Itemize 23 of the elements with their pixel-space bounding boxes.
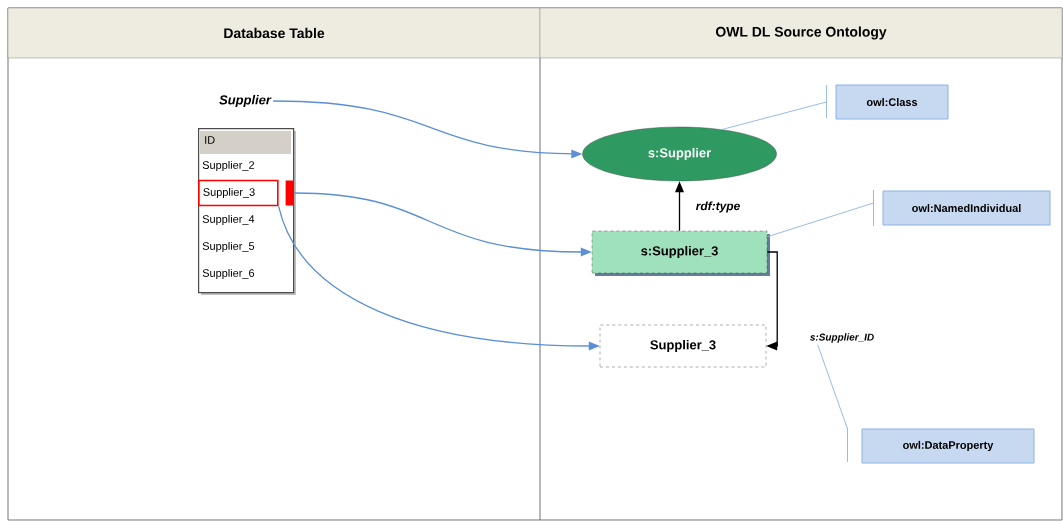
arrow [293, 192, 592, 257]
table-row: Supplier_2 [202, 160, 255, 172]
type-box: owl:NamedIndividual [882, 190, 1051, 226]
individual-box: s:Supplier_3 [591, 230, 770, 276]
arrow [272, 100, 583, 159]
type-box: owl:DataProperty [861, 428, 1035, 464]
column-header: Database Table [7, 7, 541, 59]
arrow [675, 181, 684, 232]
leader-line [817, 344, 848, 463]
column-header: OWL DL Source Ontology [539, 7, 1063, 59]
property-label: s:Supplier_ID [810, 333, 874, 343]
literal-box: Supplier_3 [599, 324, 767, 368]
arrow [766, 251, 778, 351]
table-row: Supplier_4 [202, 214, 255, 226]
table-row: Supplier_5 [202, 241, 255, 253]
table-row: Supplier_6 [202, 268, 255, 280]
leader-line [721, 84, 827, 130]
selected-table-row: Supplier_3 [198, 179, 279, 207]
edge-label: rdf:type [695, 201, 740, 213]
arrow [277, 205, 600, 351]
entity-label: Supplier [219, 94, 272, 108]
leader-line [766, 189, 874, 238]
type-box: owl:Class [835, 84, 949, 120]
